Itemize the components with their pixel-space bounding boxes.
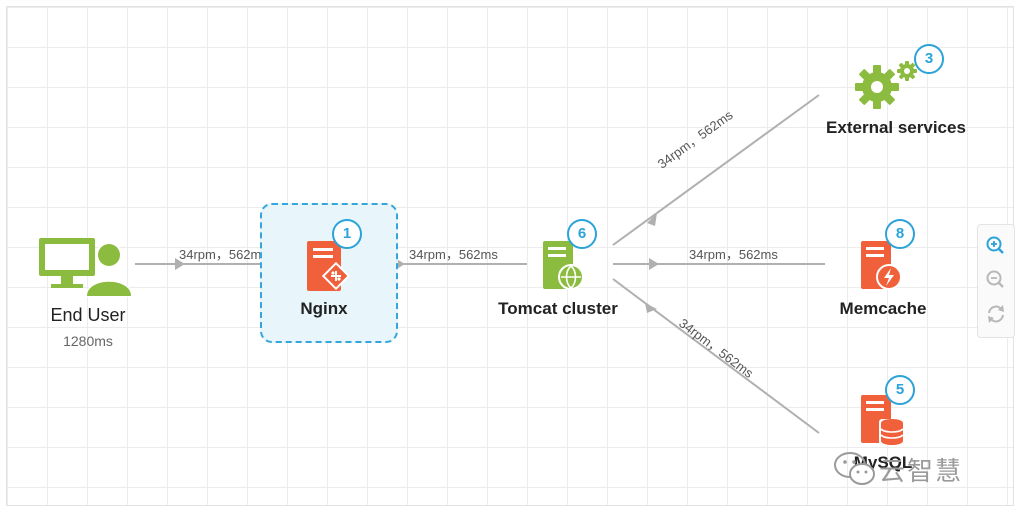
memcache-label: Memcache bbox=[839, 299, 927, 318]
zoom-in-button[interactable] bbox=[978, 231, 1014, 261]
external-label: External services bbox=[826, 118, 966, 137]
tomcat-server-icon bbox=[543, 241, 584, 290]
memcache-badge: 8 bbox=[885, 219, 915, 249]
watermark: 云智慧 bbox=[833, 447, 1013, 493]
tomcat-label: Tomcat cluster bbox=[498, 299, 618, 318]
gears-icon bbox=[855, 61, 917, 109]
nginx-server-icon bbox=[307, 241, 351, 291]
arrow-tomcat-external bbox=[647, 213, 657, 226]
chat-bubble-icon bbox=[834, 452, 875, 485]
end-user-label: End User bbox=[50, 305, 126, 325]
arrow-tomcat-memcache bbox=[649, 258, 659, 270]
mysql-database-icon bbox=[861, 395, 905, 445]
nginx-badge: 1 bbox=[332, 219, 362, 249]
zoom-controls bbox=[977, 224, 1015, 338]
edge-tomcat-external bbox=[612, 94, 820, 246]
watermark-text: 云智慧 bbox=[879, 456, 964, 486]
zoom-in-icon bbox=[986, 236, 1004, 254]
nginx-label: Nginx bbox=[300, 299, 348, 318]
edge-label-user-nginx: 34rpm，562ms bbox=[179, 247, 268, 262]
topology-canvas[interactable]: 34rpm，562ms 34rpm，562ms 34rpm，562ms 34rp… bbox=[6, 6, 1014, 506]
zoom-out-icon bbox=[986, 270, 1004, 288]
reset-view-button[interactable] bbox=[978, 299, 1014, 329]
arrow-tomcat-mysql bbox=[645, 303, 657, 313]
edge-label-tomcat-memcache: 34rpm，562ms bbox=[689, 247, 778, 262]
mysql-badge: 5 bbox=[885, 375, 915, 405]
tomcat-badge: 6 bbox=[567, 219, 597, 249]
end-user-icon bbox=[39, 238, 133, 297]
memcache-server-icon bbox=[861, 241, 902, 290]
edge-label-nginx-tomcat: 34rpm，562ms bbox=[409, 247, 498, 262]
arrow-user-nginx bbox=[175, 258, 185, 270]
refresh-icon bbox=[988, 305, 1004, 323]
zoom-out-button[interactable] bbox=[978, 265, 1014, 295]
end-user-response-time: 1280ms bbox=[63, 333, 113, 349]
external-badge: 3 bbox=[914, 44, 944, 74]
